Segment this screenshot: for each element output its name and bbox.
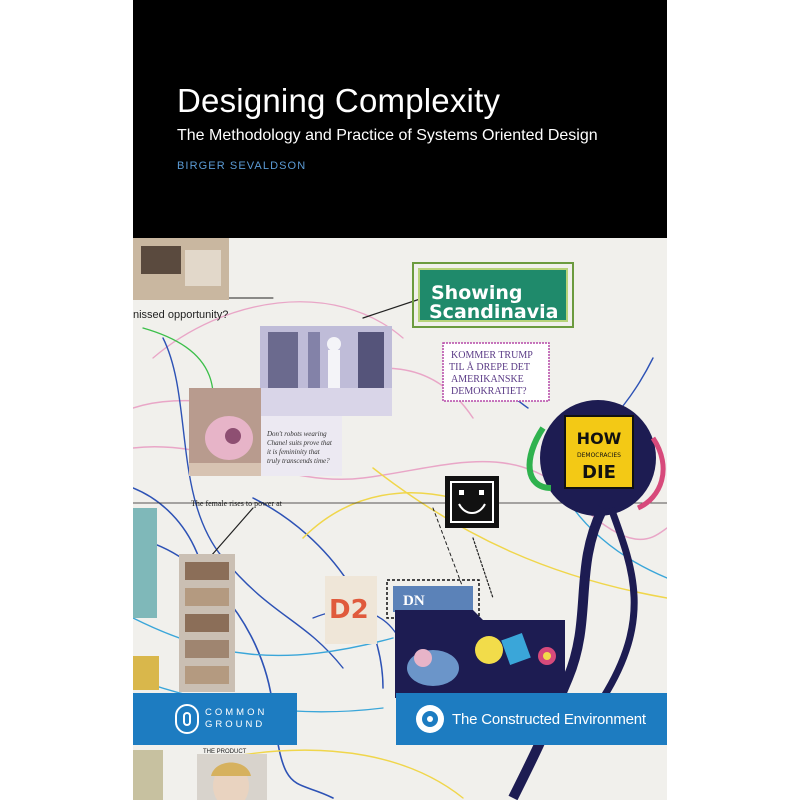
series-logo-icon bbox=[416, 705, 444, 733]
svg-text:D2: D2 bbox=[329, 595, 369, 625]
svg-text:DN: DN bbox=[403, 593, 425, 609]
svg-text:truly transcends time?: truly transcends time? bbox=[267, 457, 330, 465]
common-ground-logo-icon bbox=[175, 704, 199, 734]
collage-artwork: nissed opportunity? Don't robots wearing… bbox=[133, 238, 667, 800]
photo-bottom-person bbox=[197, 754, 267, 800]
common-ground-badge: COMMON GROUND bbox=[133, 693, 297, 745]
common-ground-wordmark: COMMON GROUND bbox=[205, 707, 267, 731]
photo-sculpture bbox=[189, 388, 261, 476]
cover-collage: nissed opportunity? Don't robots wearing… bbox=[133, 238, 667, 800]
book-title: Designing Complexity bbox=[177, 82, 501, 119]
common-ground-line-1: COMMON bbox=[205, 707, 268, 718]
book-subtitle: The Methodology and Practice of Systems … bbox=[177, 127, 598, 144]
caption-robots: Don't robots wearing Chanel suits prove … bbox=[266, 430, 333, 465]
caption-female: The female rises to power at bbox=[191, 499, 283, 508]
sign-showing-scandinavia: Showing Scandinavia bbox=[412, 262, 574, 328]
blob-how-democracies-die: HOW DEMOCRACIES DIE bbox=[508, 400, 666, 800]
photo-left-column bbox=[133, 508, 235, 692]
svg-text:it is femininity that: it is femininity that bbox=[267, 448, 321, 456]
common-ground-line-2: GROUND bbox=[205, 719, 266, 730]
photo-top-left bbox=[133, 238, 229, 300]
folder-stickers bbox=[395, 610, 565, 698]
svg-text:Showing: Showing bbox=[431, 282, 522, 304]
photo-bottom-left-edge bbox=[133, 750, 163, 800]
book-author: BIRGER SEVALDSON bbox=[177, 160, 307, 172]
svg-text:DIE: DIE bbox=[582, 462, 616, 483]
label-the-product: THE PRODUCT bbox=[203, 749, 247, 755]
svg-text:KOMMER TRUMP: KOMMER TRUMP bbox=[451, 350, 533, 361]
note-opportunity: nissed opportunity? bbox=[133, 309, 228, 321]
smiley-card bbox=[445, 476, 499, 528]
cover-header: Designing Complexity The Methodology and… bbox=[133, 0, 667, 238]
card-dn: DN bbox=[386, 579, 480, 619]
svg-text:HOW: HOW bbox=[577, 429, 622, 448]
svg-text:Scandinavia: Scandinavia bbox=[429, 301, 558, 323]
note-trump-headline: KOMMER TRUMP TIL Å DREPE DET AMERIKANSKE… bbox=[442, 342, 550, 402]
svg-text:DEMOCRACIES: DEMOCRACIES bbox=[577, 452, 621, 459]
series-name: The Constructed Environment bbox=[452, 710, 646, 728]
series-badge: The Constructed Environment bbox=[396, 693, 667, 745]
card-d2: D2 bbox=[325, 576, 377, 644]
svg-text:DEMOKRATIET?: DEMOKRATIET? bbox=[451, 386, 527, 397]
svg-text:Chanel suits prove that: Chanel suits prove that bbox=[267, 439, 333, 447]
svg-text:TIL Å DREPE DET: TIL Å DREPE DET bbox=[449, 361, 530, 373]
book-cover: Designing Complexity The Methodology and… bbox=[133, 0, 667, 800]
svg-text:Don't robots wearing: Don't robots wearing bbox=[266, 430, 327, 438]
svg-text:AMERIKANSKE: AMERIKANSKE bbox=[451, 374, 524, 385]
photo-robot bbox=[260, 326, 392, 476]
